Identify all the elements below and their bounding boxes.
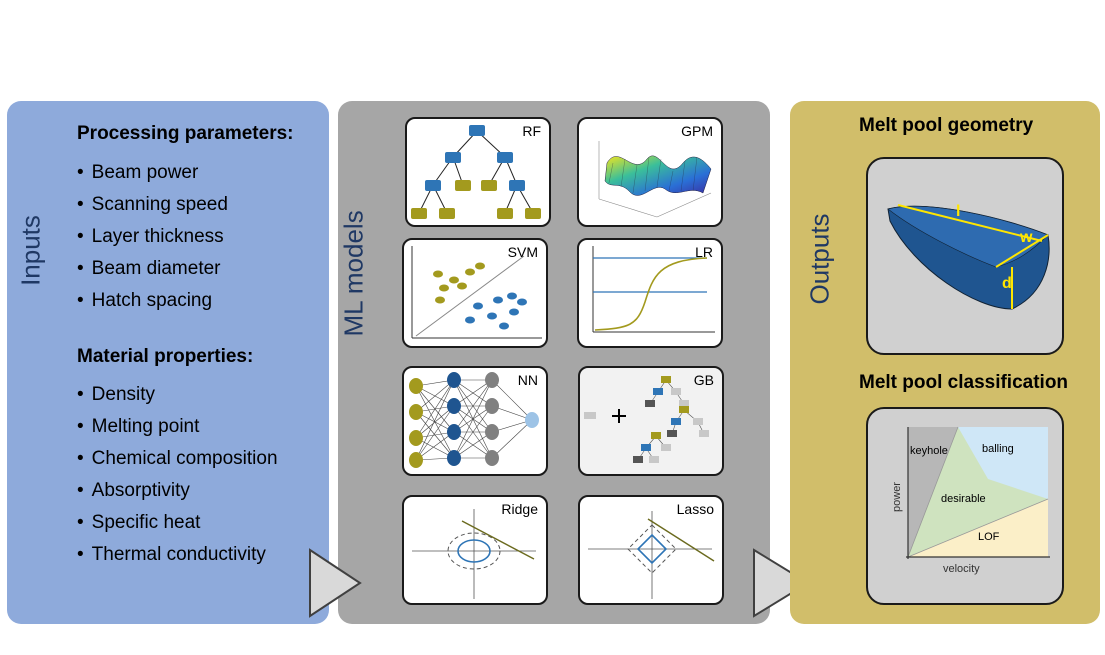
process-map-icon bbox=[906, 426, 1050, 559]
arrow-right-icon bbox=[753, 548, 810, 618]
velocity-axis-label: velocity bbox=[943, 563, 980, 575]
ridge-label: Ridge bbox=[501, 501, 538, 517]
depth-label: d bbox=[1002, 275, 1012, 292]
nn-node bbox=[409, 404, 423, 420]
list-item: Thermal conductivity bbox=[77, 539, 278, 571]
list-item: Chemical composition bbox=[77, 443, 278, 475]
nn-node bbox=[409, 452, 423, 468]
nn-node bbox=[447, 398, 461, 414]
decision-tree-icon bbox=[411, 125, 541, 219]
balling-label: balling bbox=[982, 443, 1014, 455]
list-item: Melting point bbox=[77, 411, 278, 443]
lasso-card: Lasso bbox=[578, 495, 724, 605]
material-properties-list: Density Melting point Chemical compositi… bbox=[77, 379, 278, 571]
keyhole-label: keyhole bbox=[910, 445, 948, 457]
nn-node bbox=[409, 378, 423, 394]
outputs-panel: Outputs Melt pool geometry l w d Melt po… bbox=[790, 101, 1100, 624]
list-item: Scanning speed bbox=[77, 189, 228, 221]
ml-models-panel: ML models bbox=[338, 101, 770, 624]
outputs-title: Outputs bbox=[804, 213, 835, 305]
nn-label: NN bbox=[517, 372, 538, 388]
width-label: w bbox=[1020, 229, 1033, 246]
ridge-card: Ridge bbox=[402, 495, 548, 605]
gaussian-surface-icon bbox=[598, 141, 712, 218]
melt-pool-geometry-card: l w d bbox=[866, 157, 1064, 355]
nn-node bbox=[485, 424, 499, 440]
lof-label: LOF bbox=[978, 531, 1000, 543]
processing-parameters-heading: Processing parameters: bbox=[77, 123, 294, 144]
arrow-right-icon bbox=[309, 548, 362, 618]
scatter-separator-icon bbox=[411, 246, 542, 339]
nn-node bbox=[447, 424, 461, 440]
nn-edge bbox=[491, 419, 533, 459]
nn-node bbox=[485, 372, 499, 388]
nn-edge bbox=[415, 405, 455, 461]
svm-label: SVM bbox=[507, 244, 538, 260]
rf-label: RF bbox=[522, 123, 541, 139]
nn-edge bbox=[415, 405, 455, 439]
lasso-diamond-icon bbox=[588, 511, 715, 599]
melt-pool-shape-icon bbox=[887, 204, 1050, 310]
nn-edge bbox=[453, 405, 493, 459]
boosted-trees-icon bbox=[584, 376, 709, 463]
nn-edge bbox=[453, 379, 493, 459]
nn-node bbox=[447, 450, 461, 466]
nn-edge bbox=[415, 379, 455, 439]
nn-node bbox=[485, 450, 499, 466]
melt-pool-classification-heading: Melt pool classification bbox=[859, 372, 1069, 393]
sigmoid-curve-icon bbox=[592, 246, 715, 333]
list-item: Beam diameter bbox=[77, 253, 228, 285]
list-item: Hatch spacing bbox=[77, 285, 228, 317]
list-item: Specific heat bbox=[77, 507, 278, 539]
inputs-panel: Inputs Processing parameters: Beam power… bbox=[7, 101, 329, 624]
material-properties-heading: Material properties: bbox=[77, 346, 254, 367]
rf-card: RF bbox=[405, 117, 551, 227]
nn-edge bbox=[415, 379, 455, 413]
length-label: l bbox=[956, 203, 961, 220]
lr-label: LR bbox=[695, 244, 713, 260]
nn-edge bbox=[415, 379, 455, 461]
nn-node bbox=[525, 412, 539, 428]
list-item: Density bbox=[77, 379, 278, 411]
nn-edge bbox=[415, 431, 455, 461]
melt-pool-geometry-heading: Melt pool geometry bbox=[859, 115, 1034, 136]
desirable-label: desirable bbox=[941, 493, 986, 505]
nn-node bbox=[409, 430, 423, 446]
nn-card: NN bbox=[402, 366, 548, 476]
lr-card: LR bbox=[577, 238, 723, 348]
svm-card: SVM bbox=[402, 238, 548, 348]
nn-node bbox=[485, 398, 499, 414]
lasso-label: Lasso bbox=[676, 501, 714, 517]
list-item: Layer thickness bbox=[77, 221, 228, 253]
nn-edge bbox=[453, 431, 493, 459]
gb-card: GB bbox=[578, 366, 724, 476]
processing-parameters-list: Beam power Scanning speed Layer thicknes… bbox=[77, 157, 228, 317]
gpm-label: GPM bbox=[681, 123, 713, 139]
list-item: Beam power bbox=[77, 157, 228, 189]
nn-node bbox=[447, 372, 461, 388]
nn-edge bbox=[491, 379, 533, 421]
list-item: Absorptivity bbox=[77, 475, 278, 507]
ridge-circle-icon bbox=[412, 509, 536, 599]
melt-pool-classification-card: keyhole balling desirable LOF velocity p… bbox=[866, 407, 1064, 605]
nn-edge bbox=[453, 379, 493, 433]
neural-network-icon bbox=[409, 372, 539, 468]
gpm-card: GPM bbox=[577, 117, 723, 227]
gb-label: GB bbox=[693, 372, 714, 388]
inputs-title: Inputs bbox=[15, 215, 46, 286]
nn-edge bbox=[453, 379, 493, 407]
ml-models-title: ML models bbox=[338, 210, 369, 337]
power-axis-label: power bbox=[890, 482, 903, 512]
